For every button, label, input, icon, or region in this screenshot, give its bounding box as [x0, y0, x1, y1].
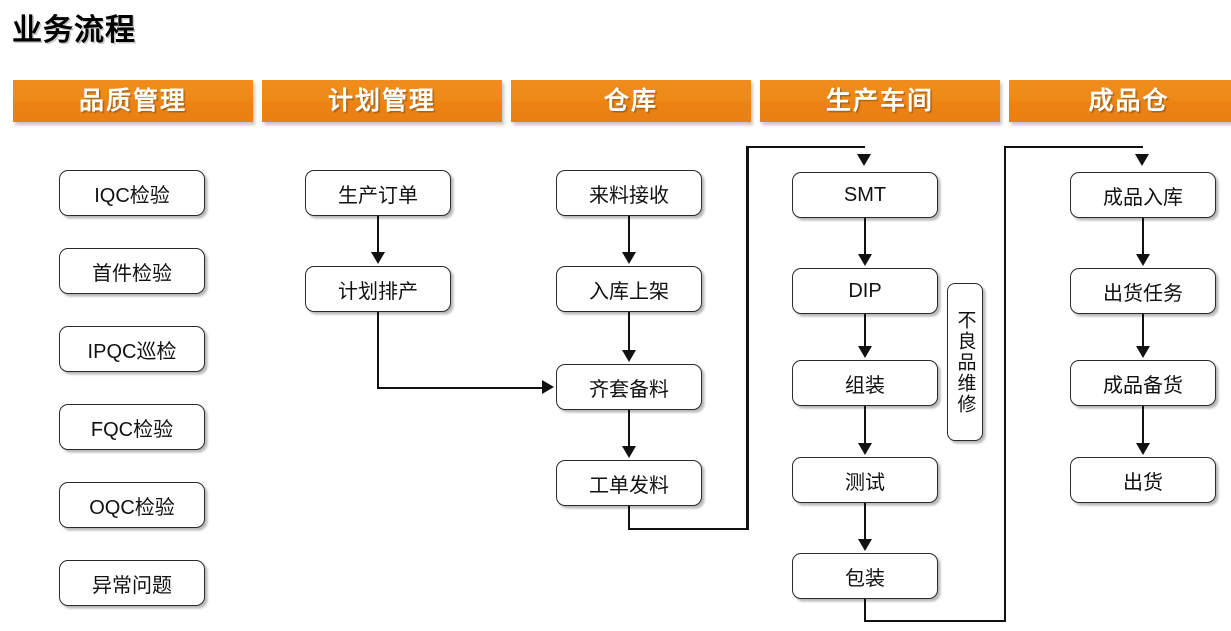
connector-kitting-to-work-order — [627, 410, 631, 448]
node-work-order-issue[interactable]: 工单发料 — [556, 460, 702, 506]
arrowhead-scheduling — [370, 252, 385, 264]
node-iqc-inspection[interactable]: IQC检验 — [59, 170, 205, 216]
node-defective-repair[interactable]: 不良品维修 — [947, 283, 983, 441]
node-smt[interactable]: SMT — [792, 172, 938, 218]
connector-dip-to-assembly — [863, 314, 867, 348]
column-header-production: 生产车间 — [760, 80, 1000, 122]
connector-testing-to-packaging — [863, 503, 867, 541]
node-kitting-preparation[interactable]: 齐套备料 — [556, 364, 702, 410]
arrowhead-picking — [1135, 346, 1150, 358]
arrowhead-kitting-top — [621, 350, 636, 362]
node-finished-goods-picking[interactable]: 成品备货 — [1070, 360, 1216, 406]
connector-packaging-right — [863, 619, 1006, 622]
node-oqc-inspection[interactable]: OQC检验 — [59, 482, 205, 528]
column-header-warehouse: 仓库 — [511, 80, 751, 122]
arrowhead-shipping-task — [1135, 254, 1150, 266]
arrowhead-smt — [857, 154, 871, 166]
node-inbound-shelving[interactable]: 入库上架 — [556, 266, 702, 312]
node-packaging[interactable]: 包装 — [792, 553, 938, 599]
connector-inbound-to-shipping-task — [1141, 218, 1145, 256]
node-first-article-inspection[interactable]: 首件检验 — [59, 248, 205, 294]
connector-picking-to-shipment — [1141, 406, 1145, 445]
node-testing[interactable]: 测试 — [792, 457, 938, 503]
node-dip[interactable]: DIP — [792, 268, 938, 314]
connector-packaging-down — [863, 599, 867, 622]
connector-scheduling-down — [376, 312, 380, 389]
node-ipqc-patrol-inspection[interactable]: IPQC巡检 — [59, 326, 205, 372]
connector-smt-to-dip — [863, 218, 867, 256]
node-assembly[interactable]: 组装 — [792, 360, 938, 406]
node-shipping-task[interactable]: 出货任务 — [1070, 268, 1216, 314]
node-shipment[interactable]: 出货 — [1070, 457, 1216, 503]
connector-packaging-to-finished-inbound — [1003, 146, 1143, 149]
node-finished-goods-inbound[interactable]: 成品入库 — [1070, 172, 1216, 218]
connector-assembly-to-testing — [863, 406, 867, 445]
connector-work-order-to-smt — [746, 146, 866, 149]
connector-shelving-to-kitting — [627, 312, 631, 352]
arrowhead-shipment — [1135, 443, 1150, 455]
node-abnormal-issue[interactable]: 异常问题 — [59, 560, 205, 606]
column-header-planning: 计划管理 — [262, 80, 502, 122]
connector-work-order-up — [746, 146, 749, 530]
arrowhead-dip — [857, 254, 872, 266]
column-header-quality: 品质管理 — [13, 80, 253, 122]
node-production-order[interactable]: 生产订单 — [305, 170, 451, 216]
connector-receiving-to-shelving — [627, 216, 631, 254]
connector-work-order-right — [627, 527, 749, 530]
node-production-scheduling[interactable]: 计划排产 — [305, 266, 451, 312]
page-title: 业务流程 — [12, 14, 136, 47]
connector-shipping-task-to-picking — [1141, 314, 1145, 348]
arrowhead-packaging — [857, 539, 872, 551]
column-header-finished-goods: 成品仓 — [1009, 80, 1231, 122]
arrowhead-work-order — [621, 446, 636, 458]
connector-scheduling-to-kitting — [376, 386, 543, 389]
node-material-receiving[interactable]: 来料接收 — [556, 170, 702, 216]
connector-work-order-down — [627, 506, 631, 530]
arrowhead-shelving — [621, 252, 636, 264]
arrowhead-assembly — [857, 346, 872, 358]
arrowhead-kitting-left — [542, 380, 554, 394]
connector-production-order-to-scheduling — [376, 216, 380, 254]
node-fqc-inspection[interactable]: FQC检验 — [59, 404, 205, 450]
connector-packaging-up — [1003, 146, 1006, 622]
arrowhead-finished-inbound — [1135, 154, 1149, 166]
arrowhead-testing — [857, 443, 872, 455]
